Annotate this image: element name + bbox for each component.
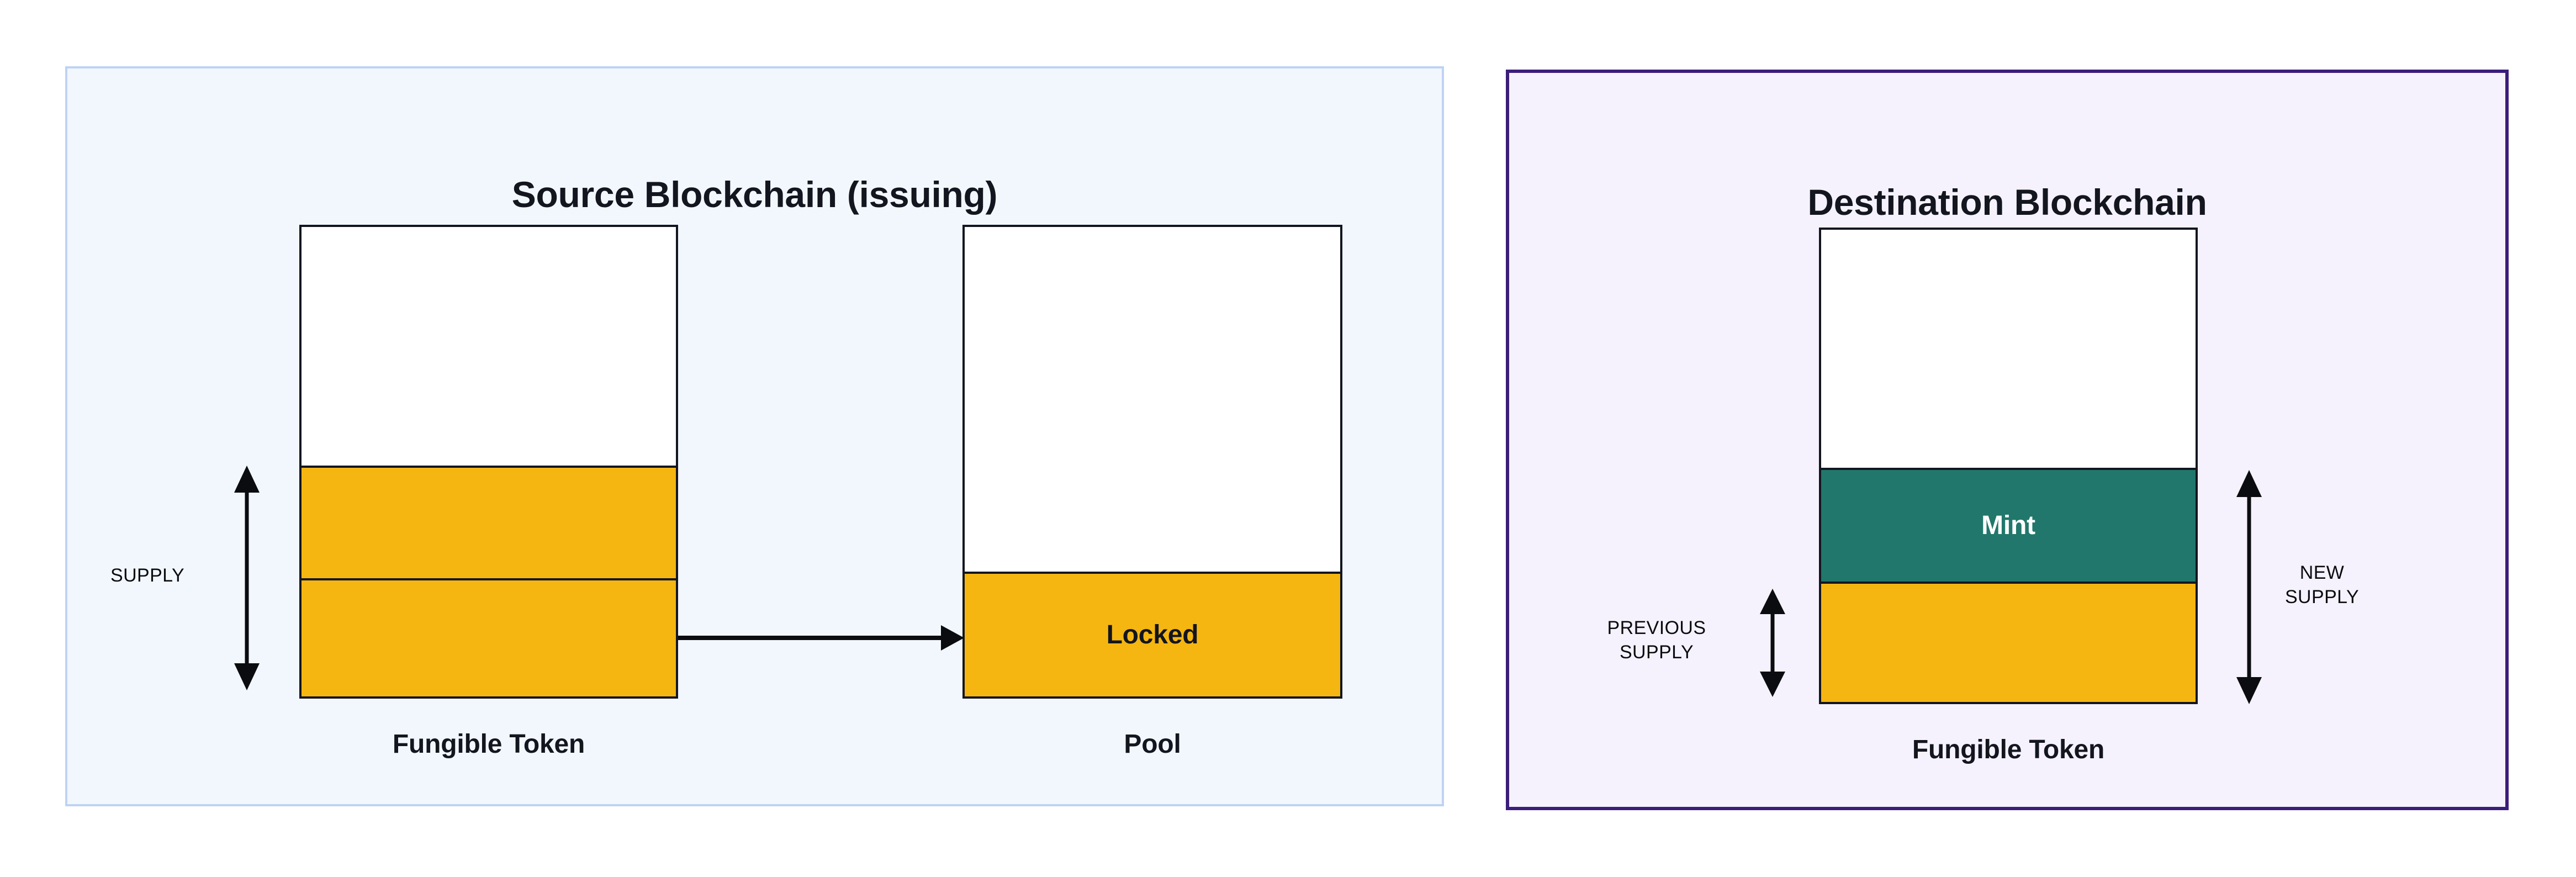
pool-segment-empty: [965, 227, 1340, 572]
supply-measure-label: SUPPLY: [110, 565, 185, 586]
destination-token-segment-previous-supply: [1821, 582, 2196, 702]
new-supply-measure-label: NEW SUPPLY: [2284, 562, 2360, 608]
source-token-segment-supply-lower: [301, 578, 676, 696]
source-token-segment-supply-upper: [301, 466, 676, 578]
destination-token-segment-headroom: [1821, 230, 2196, 468]
previous-supply-measure-label: PREVIOUS SUPPLY: [1607, 617, 1706, 663]
source-fungible-token-caption: Fungible Token: [392, 730, 585, 759]
pool-segment-locked: Locked: [965, 572, 1340, 696]
source-token-segment-unused: [301, 227, 676, 466]
source-fungible-token-box: [299, 225, 678, 699]
destination-fungible-token-caption: Fungible Token: [1912, 735, 2105, 764]
destination-fungible-token-box: Mint: [1819, 228, 2198, 704]
pool-box: Locked: [962, 225, 1342, 699]
destination-mint-label: Mint: [1981, 511, 2035, 540]
destination-panel-title: Destination Blockchain: [1807, 182, 2207, 223]
destination-token-segment-mint: Mint: [1821, 468, 2196, 582]
pool-locked-label: Locked: [1106, 620, 1199, 649]
pool-caption: Pool: [1124, 730, 1181, 759]
source-panel-title: Source Blockchain (issuing): [511, 174, 998, 215]
